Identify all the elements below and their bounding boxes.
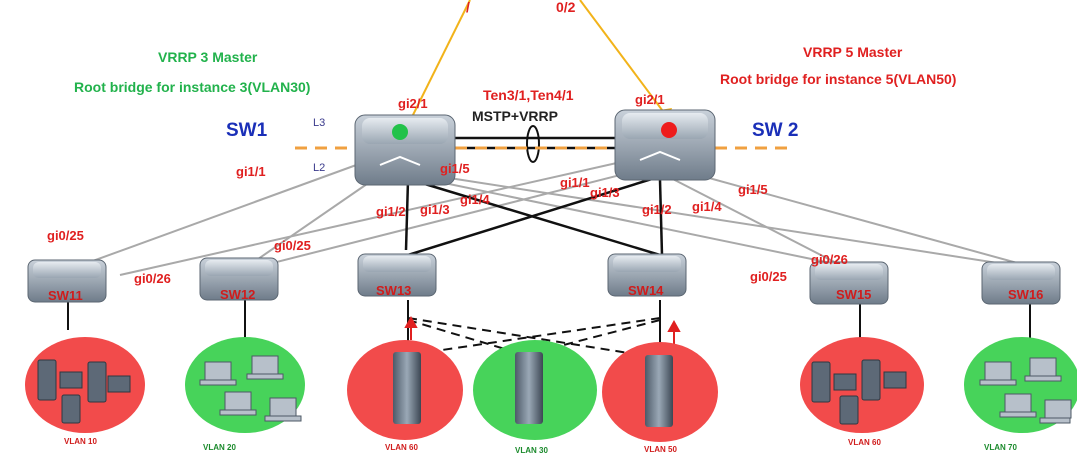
sw12-port-gi0-25: gi0/25 (274, 238, 311, 253)
uplink-label-left: / (466, 0, 470, 15)
sw15-port-gi0-25: gi0/25 (750, 269, 787, 284)
sw1-port-gi1-2: gi1/2 (376, 204, 406, 219)
sw1-port-gi2-1: gi2/1 (398, 96, 428, 111)
access-switch-sw14 (607, 253, 687, 297)
server-icon (393, 352, 421, 424)
vlan-label: VLAN 30 (515, 446, 548, 455)
sw2-port-gi1-5: gi1/5 (738, 182, 768, 197)
workstations (37, 359, 907, 425)
laptops (199, 355, 1072, 424)
vlan-zones (25, 337, 1077, 442)
access-switch-label: SW12 (220, 287, 256, 302)
link-aggregation-ring (526, 125, 540, 163)
vlan-label: VLAN 50 (644, 445, 677, 454)
gray-links (67, 159, 1031, 276)
interlink-protocol-label: MSTP+VRRP (472, 108, 558, 124)
sw1-port-gi1-3: gi1/3 (420, 202, 450, 217)
red-arrows (404, 315, 681, 345)
layer3-label: L3 (313, 117, 326, 129)
access-switch-sw11 (27, 259, 107, 303)
access-switch-label: SW11 (48, 288, 83, 303)
sw2-port-gi2-1: gi2/1 (635, 92, 665, 107)
vlan-label: VLAN 60 (848, 438, 881, 447)
server-icon (515, 352, 543, 424)
uplink-label-right: 0/2 (556, 0, 576, 15)
access-switch-sw13 (357, 253, 437, 297)
uplink-lines (407, 0, 669, 126)
sw2-vrrp-label: VRRP 5 Master (803, 44, 903, 60)
interlink-ports-label: Ten3/1,Ten4/1 (483, 87, 574, 103)
access-switch-sw12 (199, 257, 279, 301)
sw2-port-gi1-3: gi1/3 (590, 185, 620, 200)
access-switch-sw16 (981, 261, 1061, 305)
sw2-name: SW 2 (752, 120, 799, 141)
sw1-port-gi1-4: gi1/4 (460, 192, 490, 207)
access-switch-label: SW14 (628, 283, 664, 298)
sw11-port-gi0-26: gi0/26 (134, 271, 171, 286)
core-switch-sw1 (354, 114, 456, 186)
sw1-root-bridge-label: Root bridge for instance 3(VLAN30) (74, 79, 311, 95)
sw1-port-gi1-5: gi1/5 (440, 161, 470, 176)
layer2-label: L2 (313, 162, 326, 174)
access-switch-sw15 (809, 261, 889, 305)
access-switch-label: SW13 (376, 283, 412, 298)
dashed-server-links (407, 317, 661, 359)
access-switch-label: SW16 (1008, 287, 1044, 302)
sw2-port-gi1-4: gi1/4 (692, 199, 722, 214)
sw2-port-gi1-2: gi1/2 (642, 202, 672, 217)
servers (393, 352, 673, 427)
sw1-status-dot (392, 124, 408, 140)
access-switch-label: SW15 (836, 287, 872, 302)
server-icon (645, 355, 673, 427)
sw1-vrrp-label: VRRP 3 Master (158, 49, 258, 65)
sw15-port-gi0-26: gi0/26 (811, 252, 848, 267)
vlan-label: VLAN 60 (385, 443, 418, 452)
vlan-label: VLAN 10 (64, 437, 97, 446)
sw1-name: SW1 (226, 120, 268, 141)
sw2-status-dot (661, 122, 677, 138)
black-links (404, 136, 664, 257)
sw2-port-gi1-1: gi1/1 (560, 175, 590, 190)
sw1-port-gi1-1: gi1/1 (236, 164, 266, 179)
core-switch-sw2 (614, 109, 716, 181)
access-switches (27, 253, 1061, 305)
vlan-label: VLAN 70 (984, 443, 1017, 452)
sw2-root-bridge-label: Root bridge for instance 5(VLAN50) (720, 71, 957, 87)
sw11-port-gi0-25: gi0/25 (47, 228, 84, 243)
vlan-label: VLAN 20 (203, 443, 236, 452)
